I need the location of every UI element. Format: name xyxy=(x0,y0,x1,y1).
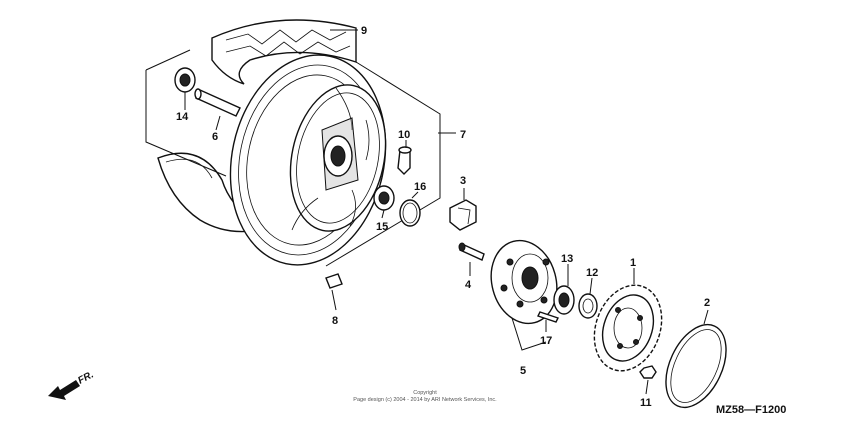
valve-10[interactable] xyxy=(397,146,412,175)
front-arrow-icon xyxy=(48,380,80,400)
leader-lines xyxy=(184,29,709,395)
stud-bolt-4[interactable] xyxy=(458,242,485,261)
nut-11[interactable] xyxy=(639,365,657,379)
callout-9: 9 xyxy=(361,25,367,37)
callout-10: 10 xyxy=(398,129,410,141)
bolt-17[interactable] xyxy=(537,311,559,323)
copyright-line-1: Copyright xyxy=(413,390,437,396)
o-ring-16[interactable] xyxy=(399,199,421,227)
callout-2: 2 xyxy=(704,297,710,309)
callout-15: 15 xyxy=(376,221,388,233)
callout-11: 11 xyxy=(640,397,652,409)
diagram-code: MZ58—F1200 xyxy=(716,404,786,416)
copyright-line-2: Page design (c) 2004 - 2014 by ARI Netwo… xyxy=(353,397,497,403)
balance-weight-8[interactable] xyxy=(325,273,343,289)
callout-14: 14 xyxy=(176,111,189,123)
rear-wheel[interactable] xyxy=(212,41,405,280)
front-label: FR. xyxy=(76,369,95,386)
bearing-13[interactable] xyxy=(553,285,575,315)
callout-7: 7 xyxy=(460,129,466,141)
callout-1: 1 xyxy=(630,257,636,269)
callout-12: 12 xyxy=(586,267,598,279)
callout-8: 8 xyxy=(332,315,338,327)
driven-sprocket-1[interactable] xyxy=(583,276,673,381)
collar-6[interactable] xyxy=(194,88,241,117)
callout-5: 5 xyxy=(520,365,526,377)
callout-16: 16 xyxy=(414,181,426,193)
callout-17: 17 xyxy=(540,335,552,347)
assembly-frame xyxy=(145,49,441,267)
bearing-15[interactable] xyxy=(373,185,395,211)
bearing-14[interactable] xyxy=(174,67,196,93)
callout-4: 4 xyxy=(465,279,472,291)
drive-ring-2[interactable] xyxy=(654,315,738,417)
driven-flange-5[interactable] xyxy=(482,233,566,331)
callout-6: 6 xyxy=(212,131,218,143)
callout-3: 3 xyxy=(460,175,466,187)
damper-3[interactable] xyxy=(449,199,477,231)
oil-seal-12[interactable] xyxy=(578,293,598,319)
front-direction-marker: FR. xyxy=(48,369,96,400)
callout-13: 13 xyxy=(561,253,573,265)
